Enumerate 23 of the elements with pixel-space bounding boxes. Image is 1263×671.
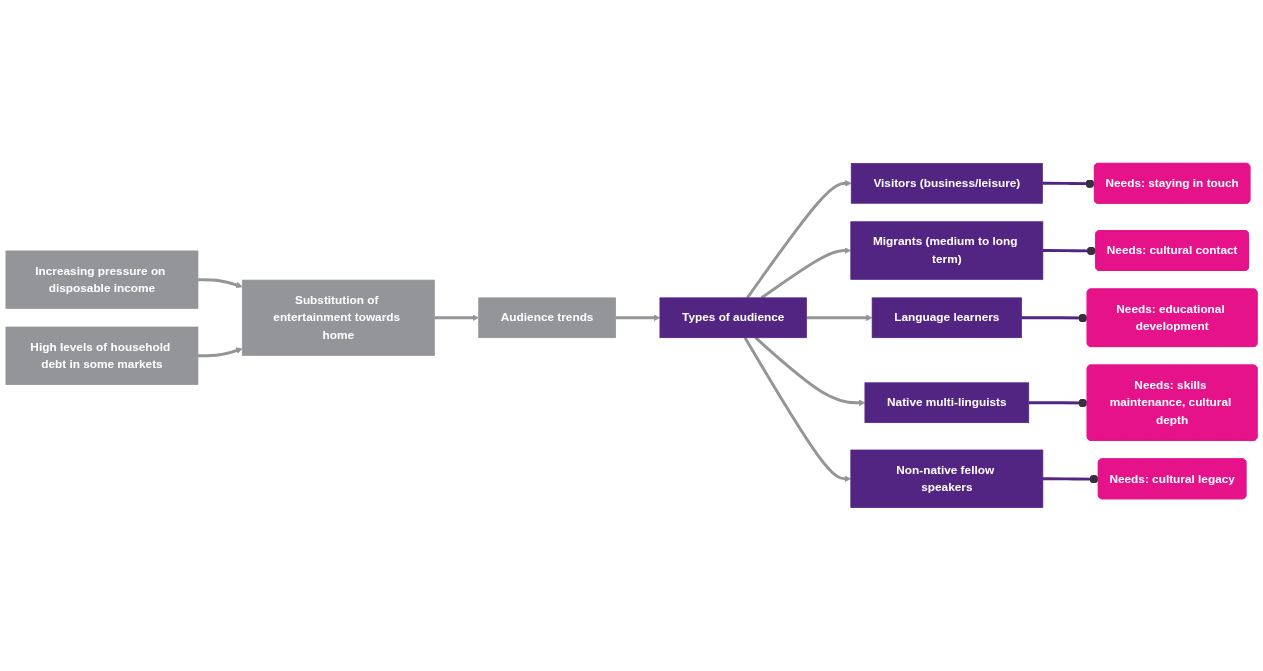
connector xyxy=(1042,179,1095,189)
node-box: Migrants (medium to long term) xyxy=(850,221,1044,280)
connector xyxy=(1042,474,1099,484)
connector xyxy=(1042,246,1097,256)
arrow xyxy=(743,336,852,483)
arrow xyxy=(615,314,661,321)
node-box: High levels of household debt in some markets xyxy=(5,326,199,385)
node-box: Language learners xyxy=(871,297,1022,339)
node-box: Types of audience xyxy=(659,297,807,339)
node-box: Substitution of entertainment towards home xyxy=(241,279,435,356)
arrow xyxy=(197,278,243,289)
node-box: Audience trends xyxy=(478,297,616,339)
arrow xyxy=(806,314,873,321)
node-box: Increasing pressure on disposable income xyxy=(5,250,199,309)
arrow xyxy=(434,314,479,321)
node-box: Non-native fellow speakers xyxy=(850,449,1044,508)
arrow xyxy=(754,336,866,406)
node-box: Native multi-linguists xyxy=(864,382,1030,424)
connector xyxy=(1021,313,1088,323)
connector xyxy=(1028,398,1088,408)
arrow xyxy=(746,180,852,299)
node-box: Visitors (business/leisure) xyxy=(850,163,1043,204)
arrow xyxy=(197,347,243,358)
